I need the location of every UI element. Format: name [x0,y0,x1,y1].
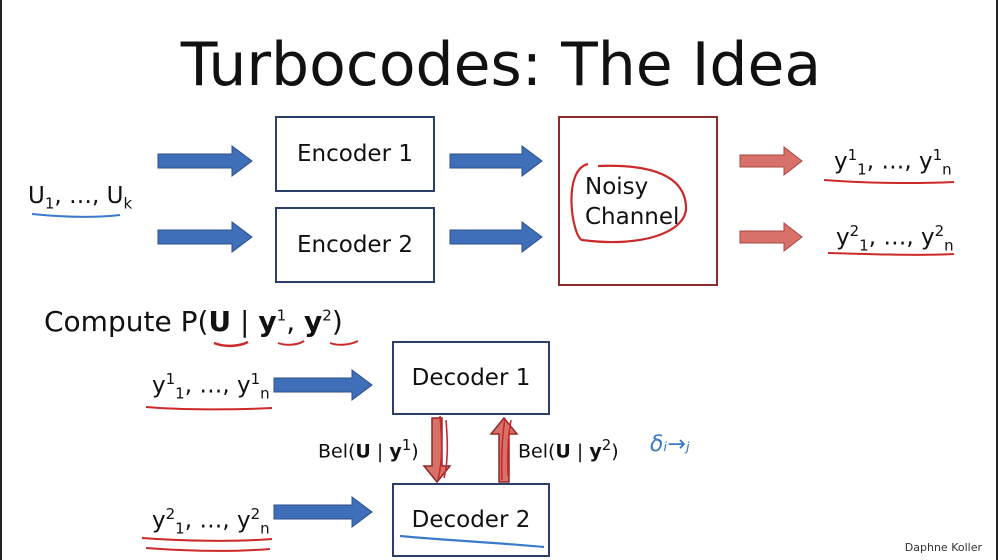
decoder-input-1: y11, …, y1n [152,370,270,403]
arrow-channel-to-output-2 [739,221,803,253]
red-ink-underline-decoder-input-2-b [145,547,271,552]
slide-title: Turbocodes: The Idea [180,30,822,100]
red-ink-underline-y2 [329,340,359,346]
red-ink-channel-loop [570,162,688,244]
noisy-channel-label: Noisy Channel [585,174,680,230]
encoder-2-box: Encoder 2 [275,207,435,283]
message-annotation: δᵢ→ⱼ [650,432,690,457]
blue-ink-underline-input [31,213,121,218]
arrow-input-to-encoder-2 [157,221,253,253]
decoder-1-label: Decoder 1 [411,365,531,391]
decoder-input-2: y21, …, y2n [152,505,270,538]
compute-expression: Compute P(U | y1, y2) [44,305,343,338]
encoder-1-label: Encoder 1 [297,141,413,167]
arrow-decoder-input-1 [273,369,373,401]
arrow-decoder1-to-decoder2 [422,417,452,484]
red-ink-message-down [437,415,449,481]
encoder-1-box: Encoder 1 [275,116,435,192]
output-sequence-2: y21, …, y2n [836,222,954,255]
arrow-encoder-2-to-channel [449,221,543,253]
decoder-1-box: Decoder 1 [392,341,550,415]
arrow-channel-to-output-1 [739,145,803,177]
red-ink-underline-output-1 [823,179,955,185]
message-decoder2-to-decoder1: Bel(U | y2) [518,436,619,463]
input-sequence: U1, …, Uk [28,183,133,213]
red-ink-underline-decoder-input-1 [145,406,273,411]
red-ink-underline-output-2 [827,252,955,256]
decoder-2-box: Decoder 2 [392,483,550,557]
noisy-channel-box [558,116,718,286]
author-credit: Daphne Koller [904,541,982,554]
red-ink-underline-decoder-input-2-a [141,537,273,542]
encoder-2-label: Encoder 2 [297,232,413,258]
message-decoder1-to-decoder2: Bel(U | y1) [318,436,419,463]
arrow-decoder-input-2 [273,496,373,528]
arrow-encoder-1-to-channel [449,145,543,177]
red-ink-message-up [500,417,512,481]
output-sequence-1: y11, …, y1n [834,146,952,179]
blue-ink-underline-decoder-2 [399,534,545,549]
decoder-2-label: Decoder 2 [411,507,531,533]
red-ink-underline-y1 [277,340,305,346]
red-ink-underline-u [213,340,249,348]
arrow-input-to-encoder-1 [157,145,253,177]
